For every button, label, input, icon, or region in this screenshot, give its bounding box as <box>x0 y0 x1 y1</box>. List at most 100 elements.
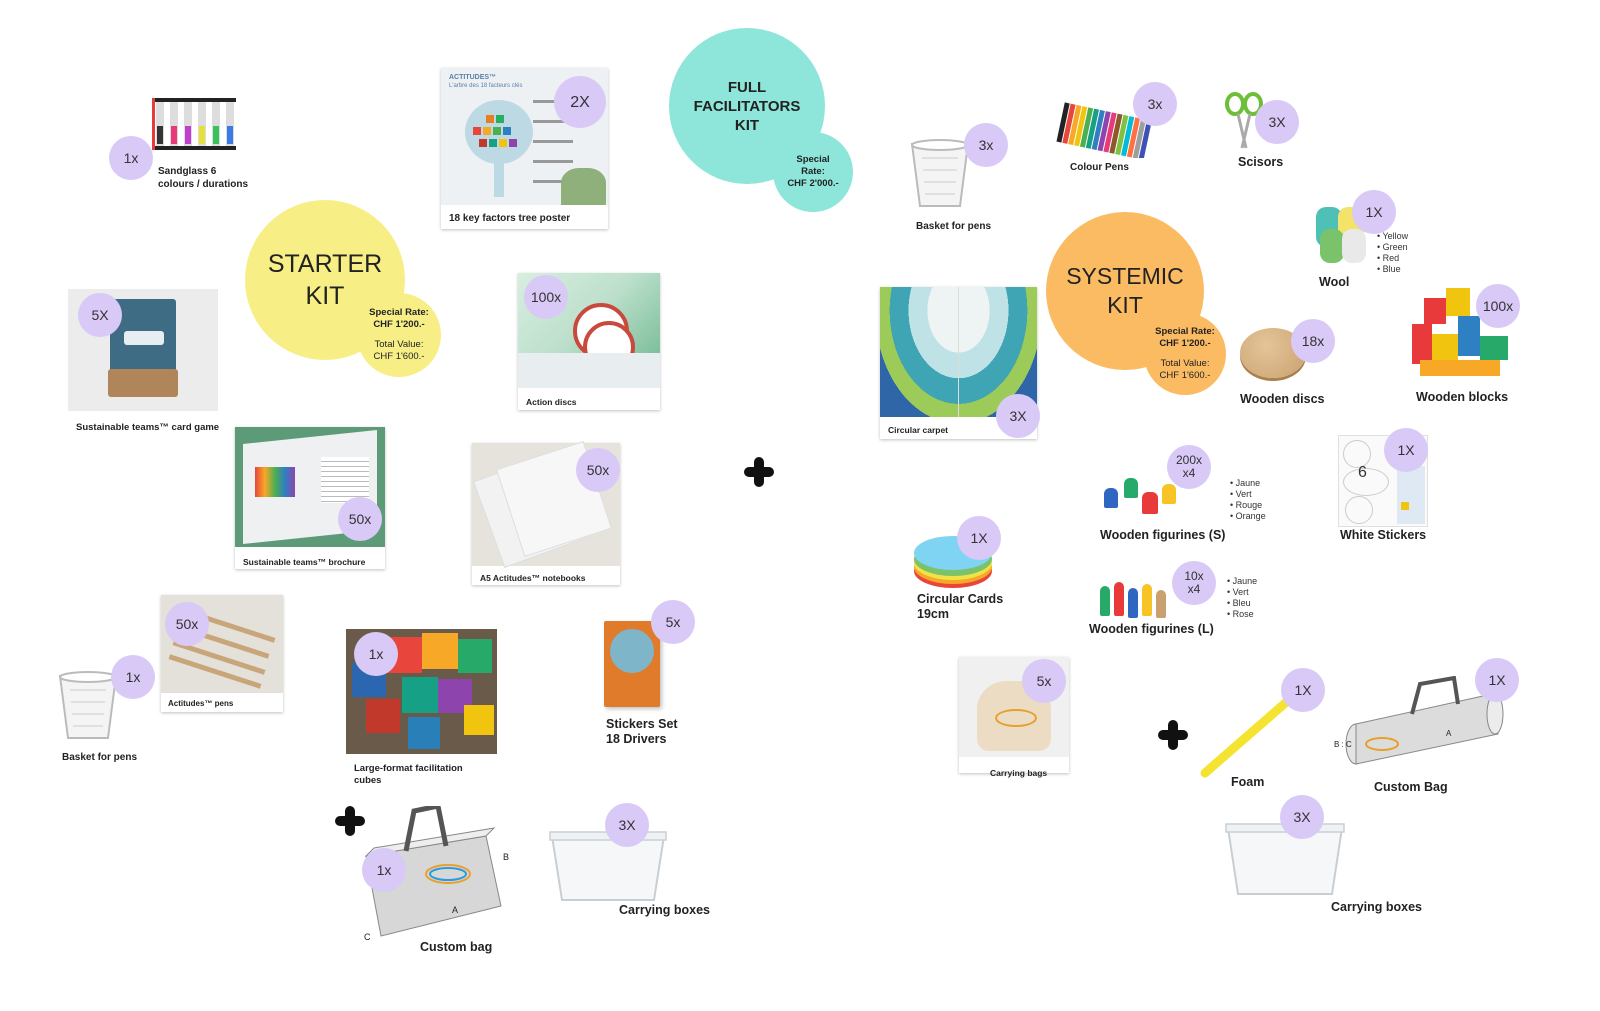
poster-qty-badge: 2X <box>554 76 606 128</box>
notebooks-caption: A5 Actitudes™ notebooks <box>480 573 586 583</box>
figurines-s-item <box>1102 474 1182 520</box>
custom-bag-systemic-label: Custom Bag <box>1374 780 1448 794</box>
basket-for-pens-left <box>56 670 120 747</box>
card-game-qty-badge: 5X <box>78 293 122 337</box>
wooden-discs-label: Wooden discs <box>1240 392 1325 406</box>
full-kit-rate-circle: Special Rate: CHF 2'000.- <box>773 132 853 212</box>
basket-left-qty-badge: 1x <box>111 655 155 699</box>
card-game-image <box>68 289 218 411</box>
brochure-image <box>235 427 385 547</box>
plus-icon-center <box>744 457 774 487</box>
scissors-icon <box>1225 92 1263 149</box>
colour-pens-item <box>1056 102 1160 161</box>
starter-kit-rate-circle: Special Rate: CHF 1'200.- Total Value: C… <box>357 293 441 377</box>
systemic-kit-rate-circle: Special Rate: CHF 1'200.- Total Value: C… <box>1144 313 1226 395</box>
boxes-starter-qty-badge: 3X <box>605 803 649 847</box>
basket-right-label: Basket for pens <box>916 221 992 232</box>
notebooks-qty-badge: 50x <box>576 448 620 492</box>
cubes-label: Large-format facilitation cubes <box>354 763 463 786</box>
tree-icon <box>465 100 573 197</box>
custom-bag-dim-c: C <box>364 932 371 942</box>
basket-left-label: Basket for pens <box>62 752 138 763</box>
custom-bag-systemic-qty-badge: 1X <box>1475 658 1519 702</box>
wool-colors-list: Yellow Green Red Blue <box>1377 231 1409 275</box>
brochure-caption: Sustainable teams™ brochure <box>243 557 366 567</box>
foam-noodle-icon <box>1200 686 1304 778</box>
custom-bag-dim-a: A <box>452 905 459 915</box>
pens-qty-badge: 50x <box>165 602 209 646</box>
basket-right-qty-badge: 3x <box>964 123 1008 167</box>
basket-icon <box>910 139 970 207</box>
plus-icon-systemic-extras <box>1158 720 1188 750</box>
circular-carpet-caption: Circular carpet <box>888 425 948 435</box>
custom-bag-dim-b: B <box>503 852 510 862</box>
action-discs-image <box>518 273 660 388</box>
boxes-starter-label: Carrying boxes <box>619 903 711 917</box>
basket-icon <box>58 671 118 739</box>
carrying-bags-caption: Carrying bags <box>990 768 1048 778</box>
figurines-l-qty-badge: 10x x4 <box>1172 561 1216 605</box>
wooden-blocks-qty-badge: 100x <box>1476 284 1520 328</box>
scissors-item <box>1224 92 1264 157</box>
carrying-bags-qty-badge: 5x <box>1022 659 1066 703</box>
sandglass-label: Sandglass 6 colours / durations <box>158 166 249 190</box>
custom-bag-systemic-dim-bc: B : C <box>1334 740 1352 749</box>
foam-item <box>1199 685 1309 785</box>
sandglass-qty-badge: 1x <box>109 136 153 180</box>
stickers-qty-badge: 5x <box>651 600 695 644</box>
action-discs-caption: Action discs <box>526 397 577 407</box>
action-discs-qty-badge: 100x <box>524 275 568 319</box>
card-game-stand <box>108 369 178 397</box>
wool-qty-badge: 1X <box>1352 190 1396 234</box>
scissors-qty-badge: 3X <box>1255 100 1299 144</box>
sandglass-item <box>150 96 240 156</box>
scissors-label: Scisors <box>1238 155 1284 169</box>
tree-poster-caption: 18 key factors tree poster <box>449 213 571 224</box>
figurines-l-label: Wooden figurines (L) <box>1089 622 1214 636</box>
card-game-arrow-icon <box>124 331 164 345</box>
brochure-qty-badge: 50x <box>338 497 382 541</box>
wooden-blocks-item <box>1410 280 1510 380</box>
foam-label: Foam <box>1231 775 1265 789</box>
wool-item <box>1314 203 1372 265</box>
custom-bag-starter-qty-badge: 1x <box>362 848 406 892</box>
plant-decoration <box>561 168 606 205</box>
white-stickers-label: White Stickers <box>1340 528 1427 542</box>
colour-pens-icon <box>1056 102 1152 161</box>
circular-cards-qty-badge: 1X <box>957 516 1001 560</box>
custom-bag-starter-label: Custom bag <box>420 940 493 954</box>
stickers-set-item <box>604 621 660 707</box>
figurines-s-colors-list: Jaune Vert Rouge Orange <box>1230 478 1266 522</box>
starter-kit-circle: STARTER KIT <box>245 200 405 360</box>
tree-poster-image: ACTITUDES™ L'arbre des 18 facteurs clés <box>441 68 608 205</box>
brochure-card: Sustainable teams™ brochure <box>235 427 385 569</box>
colour-pens-qty-badge: 3x <box>1133 82 1177 126</box>
box-icon <box>549 831 667 901</box>
circular-carpet-qty-badge: 3X <box>996 394 1040 438</box>
wooden-discs-qty-badge: 18x <box>1291 319 1335 363</box>
boxes-systemic-label: Carrying boxes <box>1331 900 1423 914</box>
boxes-systemic-qty-badge: 3X <box>1280 795 1324 839</box>
custom-bag-systemic <box>1342 675 1508 781</box>
colour-pens-label: Colour Pens <box>1070 162 1129 173</box>
figurines-s-qty-badge: 200x x4 <box>1167 445 1211 489</box>
figurines-s-label: Wooden figurines (S) <box>1100 528 1226 542</box>
foam-qty-badge: 1X <box>1281 668 1325 712</box>
carrying-box-starter <box>548 826 668 911</box>
sticker-number: 6 <box>1358 464 1367 481</box>
poster-title: ACTITUDES™ <box>449 74 497 81</box>
pens-caption: Actitudes™ pens <box>168 699 234 708</box>
figurines-l-item <box>1096 578 1176 622</box>
card-game-caption: Sustainable teams™ card game <box>76 422 220 433</box>
plus-icon-starter-extras <box>335 806 365 836</box>
duffel-bag-icon <box>1345 675 1504 765</box>
systemic-kit-title: SYSTEMIC KIT <box>1066 263 1184 318</box>
figurines-l-colors-list: Jaune Vert Bleu Rose <box>1227 576 1258 620</box>
basket-for-pens-right <box>908 138 972 215</box>
custom-bag-systemic-dim-a: A <box>1446 729 1452 738</box>
systemic-kit-circle: SYSTEMIC KIT <box>1046 212 1204 370</box>
wool-label: Wool <box>1319 275 1350 289</box>
stickers-label: Stickers Set 18 Drivers <box>606 717 678 746</box>
poster-subtitle: L'arbre des 18 facteurs clés <box>449 83 523 89</box>
wooden-blocks-label: Wooden blocks <box>1416 390 1509 404</box>
